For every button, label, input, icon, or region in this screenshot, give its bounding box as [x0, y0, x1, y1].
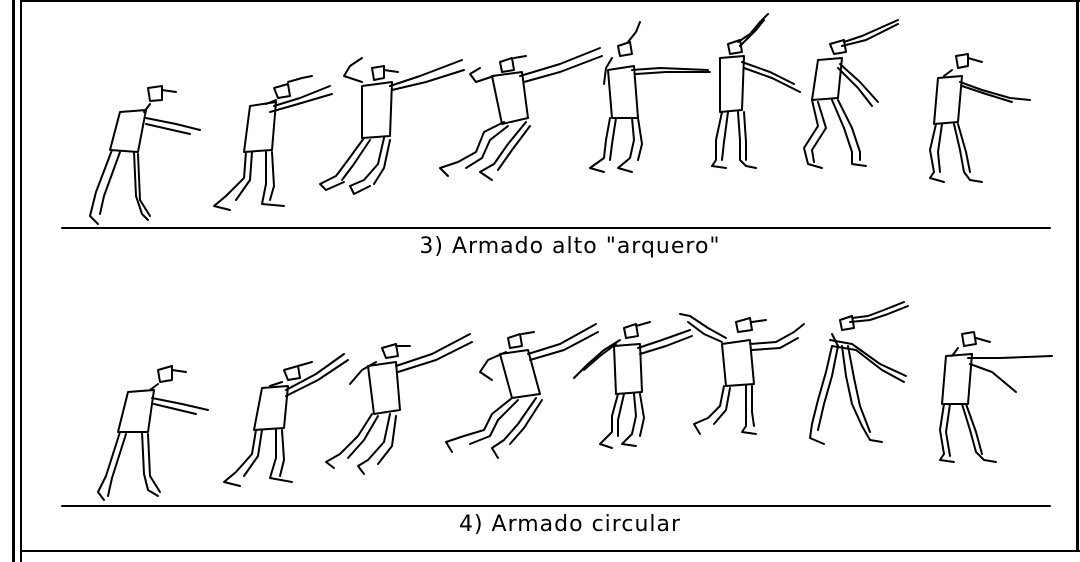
stick-figure [445, 323, 599, 459]
stick-figure [325, 333, 473, 475]
stick-figure [213, 75, 333, 211]
frame-border-bottom [20, 550, 1080, 552]
stick-figure [929, 53, 1031, 183]
stick-figure [939, 331, 1053, 463]
stick-figure [573, 321, 693, 449]
stick-figure [223, 353, 349, 487]
stick-figure [809, 301, 909, 445]
stick-figure [803, 19, 899, 169]
stick-figure [439, 47, 603, 181]
frame-border-top [20, 0, 1080, 2]
stick-figure [679, 313, 805, 435]
frame-border-right [1076, 0, 1079, 552]
stick-figure [89, 85, 201, 225]
stick-figure [589, 21, 711, 173]
sequence-arquero [61, 13, 1051, 229]
frame-border-left-outer [12, 0, 15, 562]
frame-border-left-inner [20, 0, 22, 562]
stick-figure [711, 13, 801, 169]
stick-figure [97, 365, 209, 501]
sequence-circular [61, 301, 1053, 507]
caption-armado-alto-arquero: 3) Armado alto "arquero" [419, 234, 721, 259]
caption-armado-circular: 4) Armado circular [458, 512, 682, 537]
stick-figure [319, 57, 465, 195]
